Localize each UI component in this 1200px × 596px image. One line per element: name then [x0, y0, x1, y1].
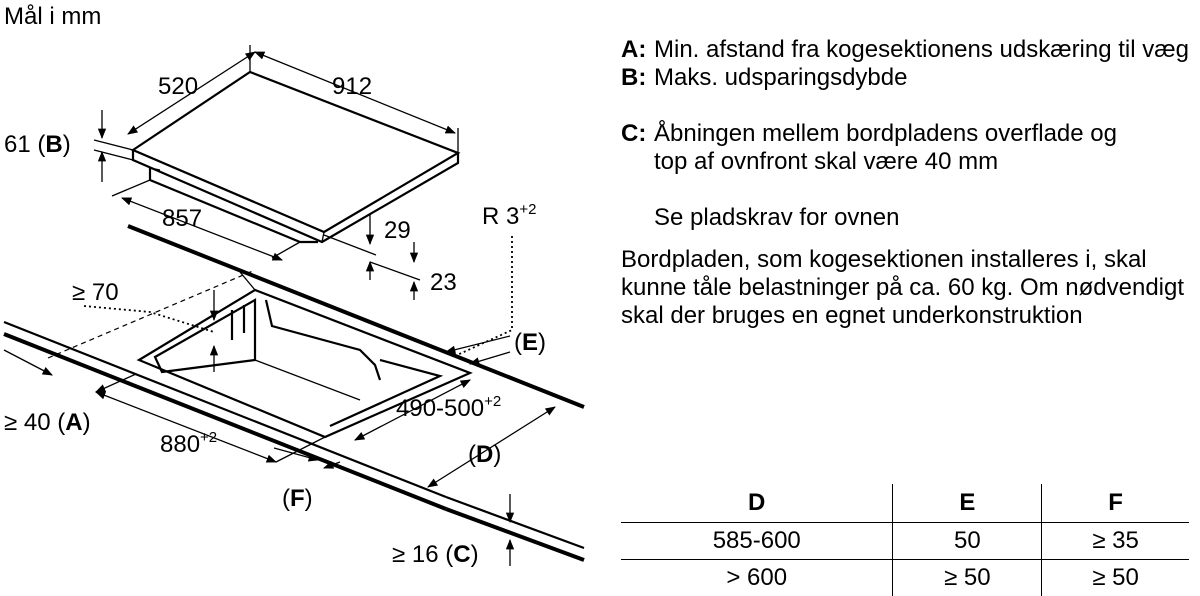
- min-16-label: ≥ 16 (C): [392, 541, 479, 568]
- table-cell: 50: [893, 523, 1042, 560]
- label-d: (D): [468, 441, 501, 468]
- cutout-880-label: 880+2: [160, 429, 217, 458]
- legend-text: Åbningen mellem bordpladens overflade og…: [654, 120, 1196, 176]
- legend-text: Min. afstand fra kogesektionens udskærin…: [654, 36, 1196, 64]
- min-70-label: ≥ 70: [72, 279, 119, 306]
- dim-912-label: 912: [332, 73, 372, 100]
- min-40-label: ≥ 40 (A): [4, 409, 91, 436]
- table-header: F: [1042, 484, 1189, 523]
- table-cell: ≥ 50: [1042, 560, 1189, 596]
- oven-note: Se pladskrav for ovnen: [621, 204, 1196, 232]
- load-note: Bordpladen, som kogesektionen installere…: [621, 246, 1196, 330]
- dim-min-40: ≥ 40 (A): [4, 350, 136, 436]
- dim-29-23: 29 23: [324, 214, 457, 300]
- radius-label: R 3+2: [482, 201, 536, 230]
- dim-520: 520: [128, 45, 255, 134]
- table-header: E: [893, 484, 1042, 523]
- label-e: (E): [514, 329, 546, 356]
- table-cell: ≥ 50: [893, 560, 1042, 596]
- table-row: > 600 ≥ 50 ≥ 50: [621, 560, 1189, 596]
- dim-23-label: 23: [430, 269, 457, 296]
- dim-61: 61 (B): [4, 110, 133, 182]
- legend-key: A:: [621, 36, 654, 64]
- legend-item-a: A: Min. afstand fra kogesektionens udskæ…: [621, 36, 1196, 64]
- legend-key: C:: [621, 120, 654, 176]
- dim-min-16: ≥ 16 (C): [392, 494, 510, 568]
- legend-item-b: B: Maks. udsparingsdybde: [621, 64, 1196, 92]
- dim-29-label: 29: [384, 217, 411, 244]
- table-row: 585-600 50 ≥ 35: [621, 523, 1189, 560]
- dim-61-label: 61 (B): [4, 131, 71, 158]
- installation-diagram: Mål i mm 520 912 61 (B) 857: [0, 0, 610, 592]
- dim-857-label: 857: [162, 205, 202, 232]
- table-header-row: D E F: [621, 484, 1189, 523]
- legend-text: Maks. udsparingsdybde: [654, 64, 1196, 92]
- dim-520-label: 520: [158, 73, 198, 100]
- table-cell: ≥ 35: [1042, 523, 1189, 560]
- label-f: (F): [282, 485, 313, 512]
- legend: A: Min. afstand fra kogesektionens udskæ…: [621, 36, 1196, 330]
- legend-key: B:: [621, 64, 654, 92]
- dim-880: 880+2: [96, 392, 325, 462]
- units-label: Mål i mm: [4, 3, 101, 30]
- table-cell: 585-600: [621, 523, 893, 560]
- dimension-table: D E F 585-600 50 ≥ 35 > 600 ≥ 50 ≥ 50: [621, 484, 1189, 596]
- table-header: D: [621, 484, 893, 523]
- cutout-490-label: 490-500+2: [396, 393, 501, 422]
- dim-912: 912: [255, 52, 458, 153]
- table-cell: > 600: [621, 560, 893, 596]
- dim-490-500: 490-500+2: [355, 380, 501, 440]
- legend-item-c: C: Åbningen mellem bordpladens overflade…: [621, 120, 1196, 176]
